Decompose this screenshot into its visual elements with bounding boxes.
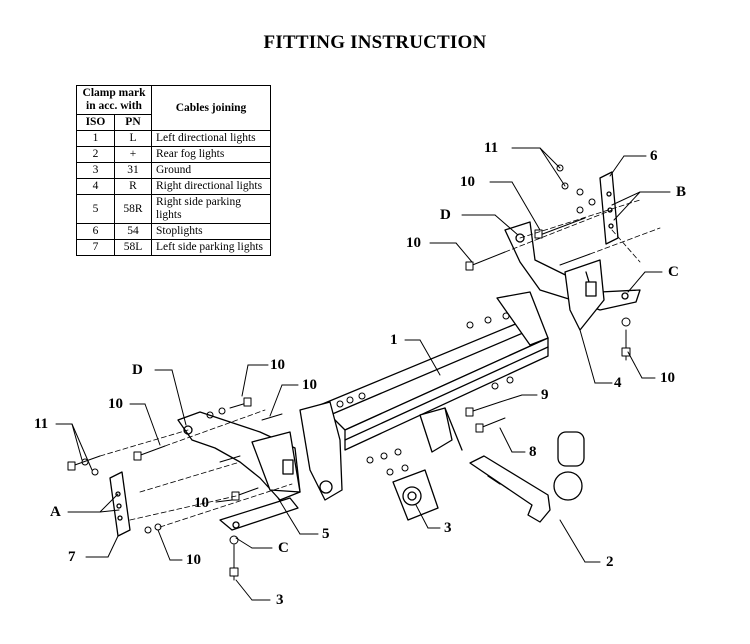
callout-9: 9 bbox=[541, 387, 549, 403]
clamp-plate-left bbox=[109, 471, 131, 537]
callout-5: 5 bbox=[322, 526, 330, 542]
callout-b: B bbox=[676, 184, 687, 200]
left-bracket bbox=[177, 411, 301, 531]
cross-beam bbox=[319, 291, 549, 451]
table-row: 7 58L Left side parking lights bbox=[76, 239, 271, 256]
callout-d-left: D bbox=[132, 362, 143, 378]
electric-socket bbox=[392, 469, 439, 521]
page-title: FITTING INSTRUCTION bbox=[263, 32, 487, 53]
table-row: 4 R Right directional lights bbox=[76, 178, 271, 195]
callout-1: 1 bbox=[390, 332, 398, 348]
callout-10-a: 10 bbox=[460, 174, 475, 190]
callout-10-e: 10 bbox=[302, 377, 317, 393]
callout-10-f: 10 bbox=[108, 396, 123, 412]
assembly-guide-lines bbox=[99, 199, 661, 528]
callout-10-h: 10 bbox=[186, 552, 201, 568]
callout-11-top: 11 bbox=[484, 140, 499, 156]
callout-a: A bbox=[50, 504, 61, 520]
callout-c-right: C bbox=[668, 264, 679, 280]
cables-joining-table: Clamp mark in acc. with Cables joining I… bbox=[76, 85, 271, 256]
callout-d-top: D bbox=[440, 207, 451, 223]
header-pn: PN bbox=[113, 114, 153, 131]
callout-3-mid: 3 bbox=[444, 520, 452, 536]
callout-10-d: 10 bbox=[270, 357, 285, 373]
table-row: 3 31 Ground bbox=[76, 162, 271, 179]
header-clamp-mark: Clamp mark in acc. with bbox=[76, 85, 152, 115]
callout-10-g: 10 bbox=[194, 495, 209, 511]
callout-10-c: 10 bbox=[660, 370, 675, 386]
leader-lines bbox=[55, 147, 671, 601]
callout-2: 2 bbox=[606, 554, 614, 570]
callout-3-bottom: 3 bbox=[276, 592, 284, 608]
callout-7: 7 bbox=[68, 549, 76, 565]
tow-ball-neck bbox=[469, 431, 585, 523]
callout-4: 4 bbox=[614, 375, 622, 391]
callout-11-left: 11 bbox=[34, 416, 49, 432]
socket-plate bbox=[299, 401, 463, 501]
fasteners bbox=[67, 164, 631, 581]
callout-c-bottom: C bbox=[278, 540, 289, 556]
right-bracket bbox=[504, 221, 641, 331]
table-row: 2 + Rear fog lights bbox=[76, 146, 271, 163]
table-row: 5 58R Right side parking lights bbox=[76, 194, 271, 224]
table-row: 6 54 Stoplights bbox=[76, 223, 271, 240]
callout-8: 8 bbox=[529, 444, 537, 460]
callout-10-b: 10 bbox=[406, 235, 421, 251]
callout-6: 6 bbox=[650, 148, 658, 164]
